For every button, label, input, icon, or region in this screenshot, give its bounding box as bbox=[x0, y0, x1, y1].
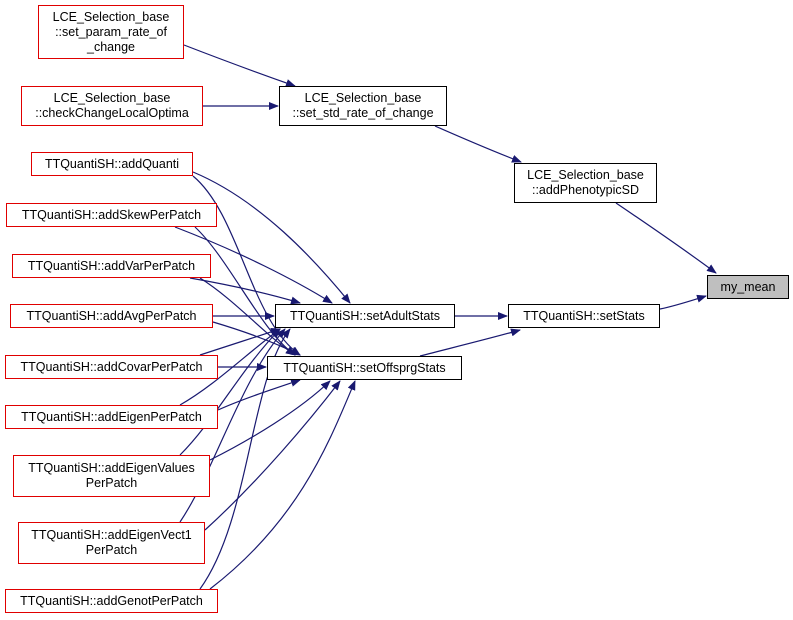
node-label: TTQuantiSH::addAvgPerPatch bbox=[26, 308, 197, 323]
edges-group bbox=[174, 44, 717, 590]
node-label: TTQuantiSH::addQuanti bbox=[44, 156, 180, 171]
node-label-line-2: PerPatch bbox=[85, 543, 138, 557]
node-label-line-1: TTQuantiSH::addEigenVect1 bbox=[31, 528, 192, 542]
node-add-skew-per-patch[interactable]: TTQuantiSH::addSkewPerPatch bbox=[6, 203, 217, 227]
node-add-var-per-patch[interactable]: TTQuantiSH::addVarPerPatch bbox=[12, 254, 211, 278]
edge-add-eigen-vect1-to-set-adult-stats bbox=[179, 328, 286, 523]
edge-set-offsprg-stats-to-set-stats bbox=[419, 328, 521, 357]
edge-add-eigen-to-set-offsprg-stats bbox=[217, 379, 301, 411]
node-add-genot-per-patch[interactable]: TTQuantiSH::addGenotPerPatch bbox=[5, 589, 218, 613]
node-label: TTQuantiSH::addGenotPerPatch bbox=[20, 593, 203, 608]
node-add-quanti[interactable]: TTQuantiSH::addQuanti bbox=[31, 152, 193, 176]
node-my-mean: my_mean bbox=[707, 275, 789, 299]
node-set-param-rate-of-change[interactable]: LCE_Selection_base ::set_param_rate_of _… bbox=[38, 5, 184, 59]
node-add-eigen-values-per-patch[interactable]: TTQuantiSH::addEigenValues PerPatch bbox=[13, 455, 210, 497]
node-set-offsprg-stats[interactable]: TTQuantiSH::setOffsprgStats bbox=[267, 356, 462, 380]
edge-add-phenotypic-sd-to-my-mean bbox=[615, 202, 717, 274]
edge-add-genot-to-set-offsprg-stats bbox=[209, 380, 356, 590]
node-label: my_mean bbox=[720, 279, 776, 294]
edge-add-skew-to-set-offsprg-stats bbox=[194, 226, 296, 356]
node-label: TTQuantiSH::setOffsprgStats bbox=[283, 360, 446, 375]
node-label-line-1: LCE_Selection_base bbox=[304, 91, 422, 105]
node-add-phenotypic-sd[interactable]: LCE_Selection_base ::addPhenotypicSD bbox=[514, 163, 657, 203]
node-add-eigen-vect1-per-patch[interactable]: TTQuantiSH::addEigenVect1 PerPatch bbox=[18, 522, 205, 564]
node-set-stats[interactable]: TTQuantiSH::setStats bbox=[508, 304, 660, 328]
node-add-avg-per-patch[interactable]: TTQuantiSH::addAvgPerPatch bbox=[10, 304, 213, 328]
node-label-line-2: ::set_std_rate_of_change bbox=[292, 106, 434, 120]
node-label-line-1: LCE_Selection_base bbox=[52, 9, 170, 24]
edge-add-avg-to-set-offsprg-stats bbox=[212, 321, 301, 356]
edge-set-param-rate-to-set-std-rate bbox=[183, 44, 296, 87]
node-label-line-2: ::addPhenotypicSD bbox=[531, 183, 639, 197]
node-label: TTQuantiSH::addEigenPerPatch bbox=[21, 409, 202, 424]
node-label: TTQuantiSH::setStats bbox=[523, 308, 645, 323]
edge-add-eigen-to-set-adult-stats bbox=[179, 328, 281, 406]
node-label: TTQuantiSH::setAdultStats bbox=[289, 308, 441, 323]
edge-add-genot-to-set-adult-stats bbox=[199, 328, 291, 590]
edge-add-eigen-values-to-set-offsprg-stats bbox=[209, 380, 331, 461]
node-label: TTQuantiSH::addVarPerPatch bbox=[27, 258, 196, 273]
node-label-line-3: _change bbox=[87, 39, 135, 54]
edge-add-quanti-to-set-adult-stats bbox=[192, 171, 351, 304]
node-add-covar-per-patch[interactable]: TTQuantiSH::addCovarPerPatch bbox=[5, 355, 218, 379]
edge-set-stats-to-my-mean bbox=[659, 294, 707, 310]
edge-add-skew-to-set-adult-stats bbox=[174, 226, 333, 304]
node-label: TTQuantiSH::addSkewPerPatch bbox=[21, 207, 202, 222]
node-label: TTQuantiSH::addCovarPerPatch bbox=[20, 359, 203, 374]
edge-set-std-rate-to-add-phenotypic-sd bbox=[434, 125, 522, 163]
edge-add-eigen-values-to-set-adult-stats bbox=[179, 328, 281, 456]
node-check-change-local-optima[interactable]: LCE_Selection_base ::checkChangeLocalOpt… bbox=[21, 86, 203, 126]
node-set-std-rate-of-change[interactable]: LCE_Selection_base ::set_std_rate_of_cha… bbox=[279, 86, 447, 126]
edge-add-eigen-vect1-to-set-offsprg-stats bbox=[204, 380, 341, 531]
node-label-line-1: LCE_Selection_base bbox=[527, 168, 644, 182]
edge-add-quanti-to-set-offsprg-stats bbox=[192, 175, 301, 356]
node-add-eigen-per-patch[interactable]: TTQuantiSH::addEigenPerPatch bbox=[5, 405, 218, 429]
node-set-adult-stats[interactable]: TTQuantiSH::setAdultStats bbox=[275, 304, 455, 328]
node-label-line-2: ::checkChangeLocalOptima bbox=[35, 106, 189, 120]
node-label-line-1: TTQuantiSH::addEigenValues bbox=[28, 461, 195, 475]
node-label-line-2: ::set_param_rate_of bbox=[55, 24, 167, 39]
node-label-line-1: LCE_Selection_base bbox=[53, 91, 171, 105]
node-label-line-2: PerPatch bbox=[85, 476, 138, 490]
